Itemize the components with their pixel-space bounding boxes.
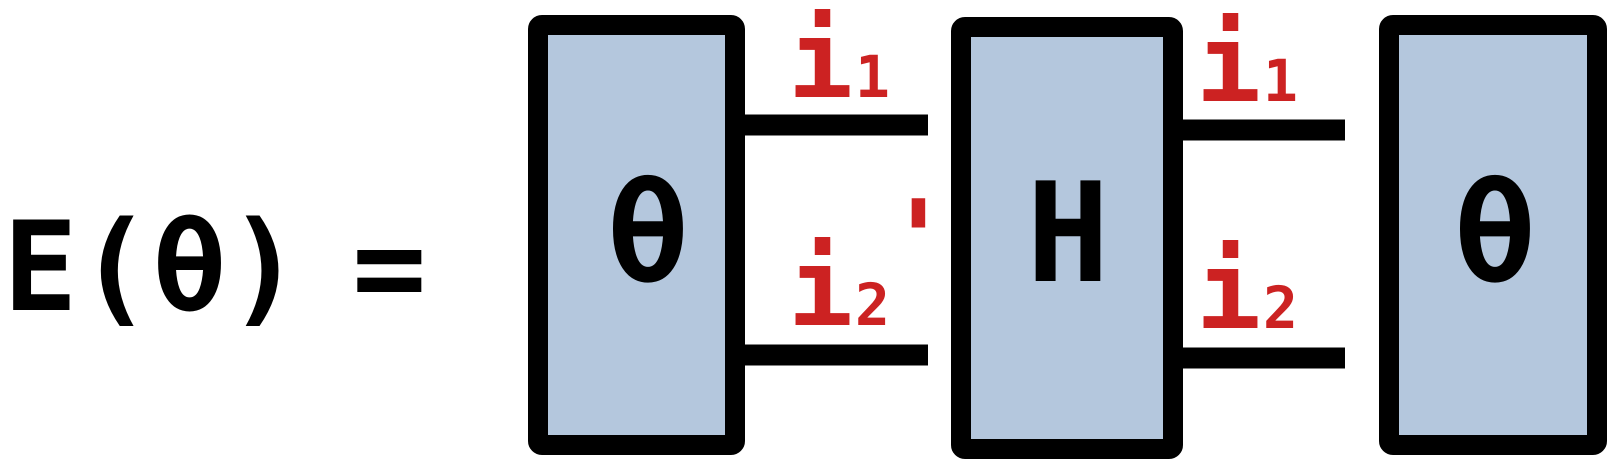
index-right-top: i1	[1196, 2, 1298, 127]
index-right-bottom: i2	[1196, 229, 1298, 354]
expectation-label: E(θ)	[3, 196, 302, 340]
index-left-bottom: i2'	[788, 178, 951, 351]
index-left-top: i1'	[788, 0, 951, 123]
tensor-left-label: θ	[606, 153, 689, 314]
tensor-right-label: θ	[1453, 153, 1536, 314]
tensor-left-box	[528, 15, 745, 455]
tensor-middle-box	[951, 17, 1183, 459]
tensor-middle-label: H	[1026, 153, 1109, 314]
tensor-right-box	[1379, 15, 1607, 455]
equals-sign: =	[352, 196, 427, 340]
